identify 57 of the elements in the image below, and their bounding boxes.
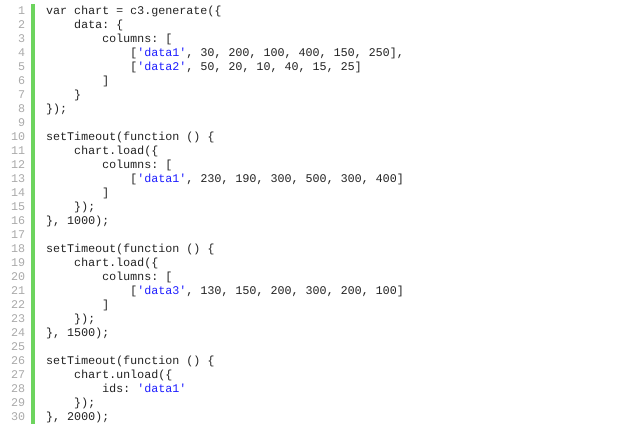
code-line: setTimeout(function () {: [46, 130, 214, 144]
code-line: chart.load({: [73, 256, 158, 270]
code-line: });: [73, 312, 96, 326]
code-line: });: [73, 200, 96, 214]
line-number: 22: [10, 298, 25, 312]
line-number: 12: [10, 158, 25, 172]
code-line: ['data1', 230, 190, 300, 500, 300, 400]: [129, 172, 404, 186]
line-number: 25: [10, 340, 25, 354]
code-line: });: [46, 102, 68, 116]
code-line: setTimeout(function () {: [46, 242, 214, 256]
line-number: 28: [10, 382, 25, 396]
code-line: data: {: [73, 18, 124, 32]
code-line: columns: [: [101, 32, 172, 46]
line-number: 20: [10, 270, 25, 284]
code-line: ['data2', 50, 20, 10, 40, 15, 25]: [129, 60, 362, 74]
code-line: ]: [101, 74, 110, 88]
code-line: chart.unload({: [73, 368, 172, 382]
code-line: }: [73, 88, 82, 102]
line-number: 8: [16, 102, 25, 116]
line-number: 27: [10, 368, 25, 382]
code-line: ids: 'data1': [101, 382, 186, 396]
code-line: ]: [101, 186, 110, 200]
line-number: 5: [16, 60, 25, 74]
line-number: 13: [10, 172, 25, 186]
line-number: 9: [16, 116, 25, 130]
code-line: var chart = c3.generate({: [46, 4, 222, 18]
line-number: 16: [10, 214, 25, 228]
line-number: 4: [16, 46, 25, 60]
line-number: 23: [10, 312, 25, 326]
code-line: ['data3', 130, 150, 200, 300, 200, 100]: [129, 284, 404, 298]
line-number: 6: [16, 74, 25, 88]
line-number: 26: [10, 354, 25, 368]
line-number: 30: [10, 410, 25, 424]
line-number: 14: [10, 186, 25, 200]
code-line: columns: [: [101, 270, 172, 284]
code-line: ]: [101, 298, 110, 312]
code-line: ['data1', 30, 200, 100, 400, 150, 250],: [129, 46, 404, 60]
line-number: 24: [10, 326, 25, 340]
line-number: 19: [10, 256, 25, 270]
code-line: setTimeout(function () {: [46, 354, 214, 368]
code-line: chart.load({: [73, 144, 158, 158]
line-number: 11: [10, 144, 25, 158]
code-line: }, 1500);: [46, 326, 110, 340]
code-line: });: [73, 396, 96, 410]
code-line: }, 1000);: [46, 214, 110, 228]
line-number: 10: [10, 130, 25, 144]
code-line: columns: [: [101, 158, 172, 172]
line-number: 3: [16, 32, 25, 46]
line-number: 18: [10, 242, 25, 256]
line-number: 21: [10, 284, 25, 298]
line-number: 29: [10, 396, 25, 410]
line-number: 1: [16, 4, 25, 18]
line-number: 7: [16, 88, 25, 102]
line-number: 15: [10, 200, 25, 214]
line-number: 2: [16, 18, 25, 32]
line-number: 17: [10, 228, 25, 242]
code-line: }, 2000);: [46, 410, 110, 424]
